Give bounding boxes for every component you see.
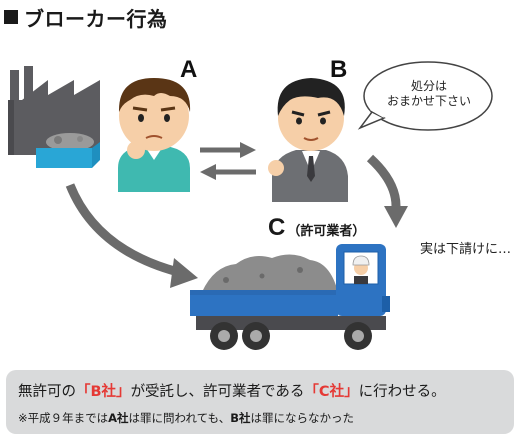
summary-main-line: 無許可の「B社」が受託し、許可業者である「C社」に行わせる。 xyxy=(18,380,446,401)
footnote-part1: ※平成９年までは xyxy=(18,411,109,425)
summary-main-company-b: 「B社」 xyxy=(76,384,131,400)
person-a-icon xyxy=(118,78,191,192)
dump-truck-icon xyxy=(190,244,390,350)
exchange-arrows xyxy=(200,142,256,180)
title-square-icon xyxy=(4,10,18,24)
label-c: C （許可業者） xyxy=(268,214,365,242)
summary-panel: 無許可の「B社」が受託し、許可業者である「C社」に行わせる。 ※平成９年まではA… xyxy=(6,370,514,434)
label-c-subtitle: （許可業者） xyxy=(287,224,366,239)
title-text: ブローカー行為 xyxy=(24,6,168,31)
label-c-letter: C xyxy=(268,214,286,241)
flow-arrow-a-to-c xyxy=(65,183,198,288)
footnote-company-a: A社 xyxy=(108,411,129,425)
footnote-part2: は罪に問われても、 xyxy=(128,411,231,425)
flow-arrow-b-to-c xyxy=(366,154,408,228)
label-a: A xyxy=(180,56,198,83)
waste-tank-icon xyxy=(36,133,100,168)
footnote-company-b: B社 xyxy=(230,411,251,425)
speech-bubble-line2: おまかせ下さい xyxy=(386,94,471,108)
speech-bubble-text: 処分は おまかせ下さい xyxy=(374,79,484,109)
scene-illustration xyxy=(8,61,493,350)
speech-bubble-line1: 処分は xyxy=(410,79,447,93)
footnote-part3: は罪にならなかった xyxy=(250,411,354,425)
subcontract-note: 実は下請けに… xyxy=(420,242,512,257)
summary-footnote: ※平成９年まではA社は罪に問われても、B社は罪にならなかった xyxy=(18,410,354,426)
page-title: ブローカー行為 xyxy=(4,4,168,31)
person-b-icon xyxy=(268,78,348,202)
summary-main-part2: が受託し、許可業者である xyxy=(130,384,305,400)
speech-bubble xyxy=(357,61,493,131)
label-b: B xyxy=(330,56,348,83)
summary-main-part1: 無許可の xyxy=(18,384,76,400)
summary-main-company-c: 「C社」 xyxy=(304,384,359,400)
summary-main-part3: に行わせる。 xyxy=(358,384,446,400)
